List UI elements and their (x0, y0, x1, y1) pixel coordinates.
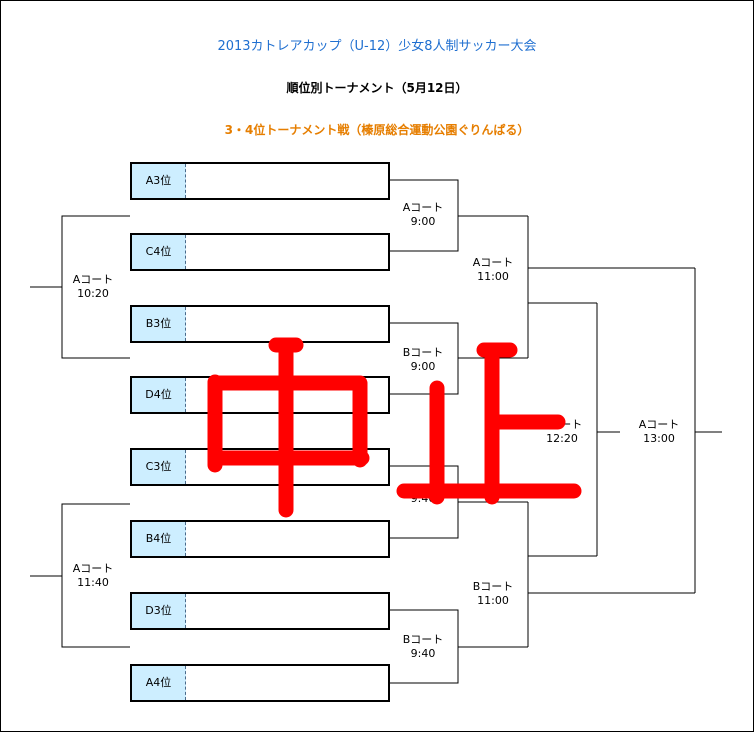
match-semi-top: Aコート 11:00 (458, 256, 528, 284)
match-time: 10:20 (77, 287, 109, 300)
bracket-subtitle: 順位別トーナメント（5月12日） (286, 81, 468, 95)
match-court: Aコート (638, 418, 680, 431)
tournament-title: 2013カトレアカップ（U-12）少女8人制サッカー大会 (217, 39, 537, 54)
team-slot-a3: A3位 (130, 162, 390, 200)
team-slot-b4: B4位 (130, 520, 390, 558)
match-time: 9:00 (410, 215, 436, 228)
slot-label: B4位 (132, 522, 186, 556)
match-court: Aコート (72, 273, 114, 286)
match-semi-bottom: Bコート 11:00 (458, 580, 528, 608)
match-time: 12:20 (546, 432, 578, 445)
stamp-stroke (207, 375, 368, 468)
match-time: 9:00 (410, 360, 436, 373)
section-title: 3・4位トーナメント戦（榛原総合運動公園ぐりんぱる） (224, 123, 530, 137)
match-court: Bコート (402, 633, 444, 646)
match-court: Aコート (72, 562, 114, 575)
match-r1-top: Aコート 9:00 (388, 201, 458, 229)
match-court: Bコート (472, 580, 514, 593)
match-time: 11:00 (477, 270, 509, 283)
slot-label: C3位 (132, 450, 186, 484)
match-court: Aコート (472, 256, 514, 269)
slot-label: D3位 (132, 594, 186, 628)
team-slot-d3: D3位 (130, 592, 390, 630)
match-final: Aコート 13:00 (624, 418, 694, 446)
match-r1-bottom: Bコート 9:40 (388, 633, 458, 661)
match-court: Bコート (402, 346, 444, 359)
slot-label: B3位 (132, 307, 186, 341)
match-time: 9:40 (410, 647, 436, 660)
slot-label: A3位 (132, 164, 186, 198)
match-time: 11:40 (77, 576, 109, 589)
match-left-bottom: Aコート 11:40 (58, 562, 128, 590)
match-time: 11:00 (477, 594, 509, 607)
match-r1-b: Bコート 9:00 (388, 346, 458, 374)
team-slot-b3: B3位 (130, 305, 390, 343)
slot-label: D4位 (132, 378, 186, 412)
team-slot-c4: C4位 (130, 233, 390, 271)
slot-label: A4位 (132, 666, 186, 700)
team-slot-a4: A4位 (130, 664, 390, 702)
match-court: Aコート (402, 201, 444, 214)
match-time: 13:00 (643, 432, 675, 445)
match-left-top: Aコート 10:20 (58, 273, 128, 301)
slot-label: C4位 (132, 235, 186, 269)
